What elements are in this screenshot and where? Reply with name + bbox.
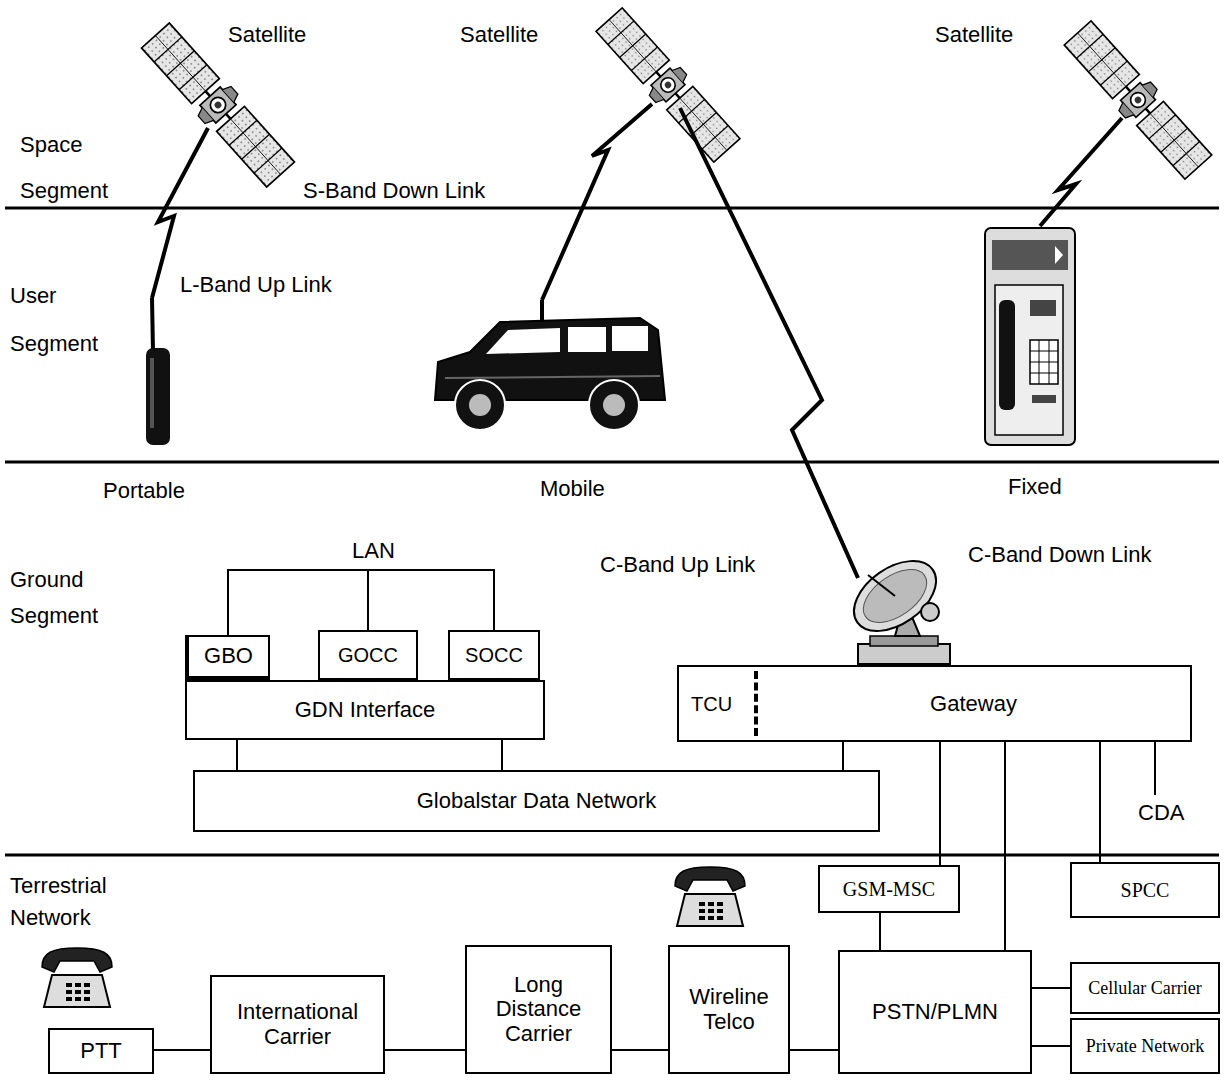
node-text: Globalstar Data Network — [417, 789, 657, 814]
process-box: GBO — [185, 635, 270, 680]
radio-link — [152, 104, 1122, 578]
dashed-divider — [754, 671, 758, 736]
satellite-icon — [1062, 19, 1214, 182]
connector-line — [228, 570, 368, 635]
node-text: GSM-MSC — [843, 878, 935, 900]
node-text: PSTN/PLMN — [872, 1000, 998, 1025]
node-text: Cellular Carrier — [1088, 978, 1201, 998]
telephone-icon — [42, 948, 112, 1007]
node-text: GBO — [204, 644, 253, 669]
node-text: Private Network — [1086, 1036, 1204, 1056]
connector-line — [501, 740, 503, 770]
dish-antenna — [841, 547, 950, 664]
connector-line — [385, 1049, 465, 1051]
carrier-box: Cellular Carrier — [1070, 962, 1220, 1014]
interface-box: GDN Interface — [185, 680, 545, 740]
bus-label: LAN — [352, 538, 395, 564]
connector-line — [1032, 1045, 1070, 1047]
node-text: Gateway — [761, 691, 1186, 716]
satellite-label: Satellite — [460, 22, 538, 48]
divider-line — [1155, 742, 1156, 795]
device-label: Mobile — [540, 476, 605, 502]
process-box: SOCC — [448, 630, 540, 680]
node-text: GDN Interface — [295, 698, 436, 723]
segment-label: User Segment — [10, 272, 120, 368]
segment-label: Ground Segment — [10, 562, 120, 634]
connector-line — [842, 742, 844, 770]
component-label: CDA — [1138, 800, 1184, 826]
satellite-label: Satellite — [935, 22, 1013, 48]
network-box: Private Network — [1070, 1018, 1220, 1074]
mobile-vehicle — [435, 300, 665, 430]
fixed-payphone — [985, 228, 1075, 445]
connector-line — [368, 570, 494, 630]
connector-line — [236, 740, 238, 770]
node-text: International Carrier — [218, 1000, 377, 1049]
link-label: C-Band Down Link — [968, 542, 1151, 568]
link-label: S-Band Down Link — [303, 178, 485, 204]
connector-line — [790, 1049, 838, 1051]
device-label: Fixed — [1008, 474, 1062, 500]
process-box: GOCC — [318, 630, 418, 680]
node-text: Wireline Telco — [676, 985, 782, 1034]
segment-label: Terrestrial Network — [10, 870, 135, 934]
network-box: SPCC — [1070, 862, 1220, 918]
connector-line — [612, 1049, 668, 1051]
node-text: GOCC — [338, 644, 398, 666]
network-box: Globalstar Data Network — [193, 770, 880, 832]
switch-box: GSM-MSC — [818, 865, 960, 913]
carrier-box: Long Distance Carrier — [465, 945, 612, 1074]
connector-line — [939, 742, 941, 865]
node-text: TCU — [691, 692, 732, 714]
segment-label: Space Segment — [20, 122, 130, 214]
link-label: C-Band Up Link — [600, 552, 755, 578]
network-box: PSTN/PLMN — [838, 950, 1032, 1074]
carrier-box: PTT — [48, 1028, 154, 1074]
device-label: Portable — [103, 478, 185, 504]
segment-divider — [5, 208, 1219, 855]
satellite-icon — [594, 6, 743, 165]
connector-line — [1032, 987, 1070, 989]
connector-line — [1004, 742, 1006, 950]
node-text: SPCC — [1121, 879, 1170, 901]
satellite-label: Satellite — [228, 22, 306, 48]
link-label: L-Band Up Link — [180, 272, 332, 298]
carrier-box: International Carrier — [210, 975, 385, 1074]
connector-line — [879, 913, 881, 950]
node-text: SOCC — [465, 644, 523, 666]
node-text: PTT — [80, 1039, 122, 1064]
portable-phone — [146, 298, 170, 445]
connector-line — [154, 1049, 210, 1051]
gateway-box: TCU Gateway — [677, 665, 1192, 742]
connector-line — [1099, 742, 1101, 862]
carrier-box: Wireline Telco — [668, 945, 790, 1074]
telephone-icon — [675, 867, 745, 926]
node-text: Long Distance Carrier — [473, 973, 604, 1047]
